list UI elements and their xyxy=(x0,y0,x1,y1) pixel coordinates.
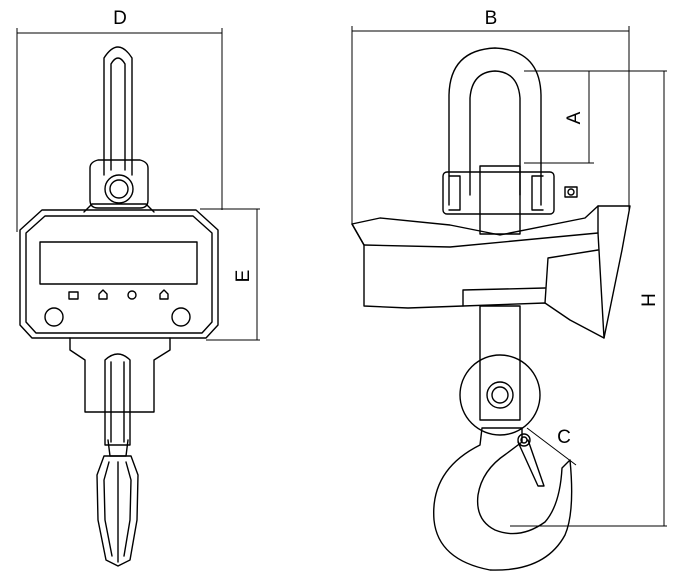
dimension-label-a: A xyxy=(564,111,585,124)
dimension-a: A xyxy=(524,70,594,164)
front-view: D E xyxy=(16,8,260,567)
dimension-e: E xyxy=(200,208,260,341)
scale-body-front xyxy=(19,209,219,339)
button-house-1 xyxy=(98,289,108,300)
dimension-d: D xyxy=(16,8,223,232)
button-round xyxy=(127,290,137,300)
button-house-2 xyxy=(159,289,169,300)
side-view: B A xyxy=(351,8,667,571)
display-window xyxy=(39,241,198,285)
neck-side xyxy=(479,305,521,421)
left-knob xyxy=(44,307,64,327)
dimension-c: C xyxy=(526,427,577,466)
dimension-label-d: D xyxy=(113,8,127,29)
dimension-h: H xyxy=(510,70,667,527)
shackle-pin-bracket xyxy=(442,171,555,215)
shackle-core xyxy=(479,165,521,235)
hook xyxy=(433,427,573,571)
lower-neck xyxy=(69,337,171,446)
scale-body-side xyxy=(351,205,631,339)
top-shackle xyxy=(83,46,155,213)
dimension-b: B xyxy=(351,8,630,225)
dimension-label-b: B xyxy=(485,8,498,29)
dimension-label-c: C xyxy=(557,427,571,448)
swivel-ring xyxy=(459,354,541,436)
top-shackle-side xyxy=(442,47,578,235)
dimension-label-e: E xyxy=(233,270,254,283)
bottom-hook-side xyxy=(96,439,139,567)
right-knob xyxy=(171,307,191,327)
pin-nut xyxy=(564,186,578,198)
button-square xyxy=(68,291,79,300)
dimension-label-h: H xyxy=(639,293,660,307)
